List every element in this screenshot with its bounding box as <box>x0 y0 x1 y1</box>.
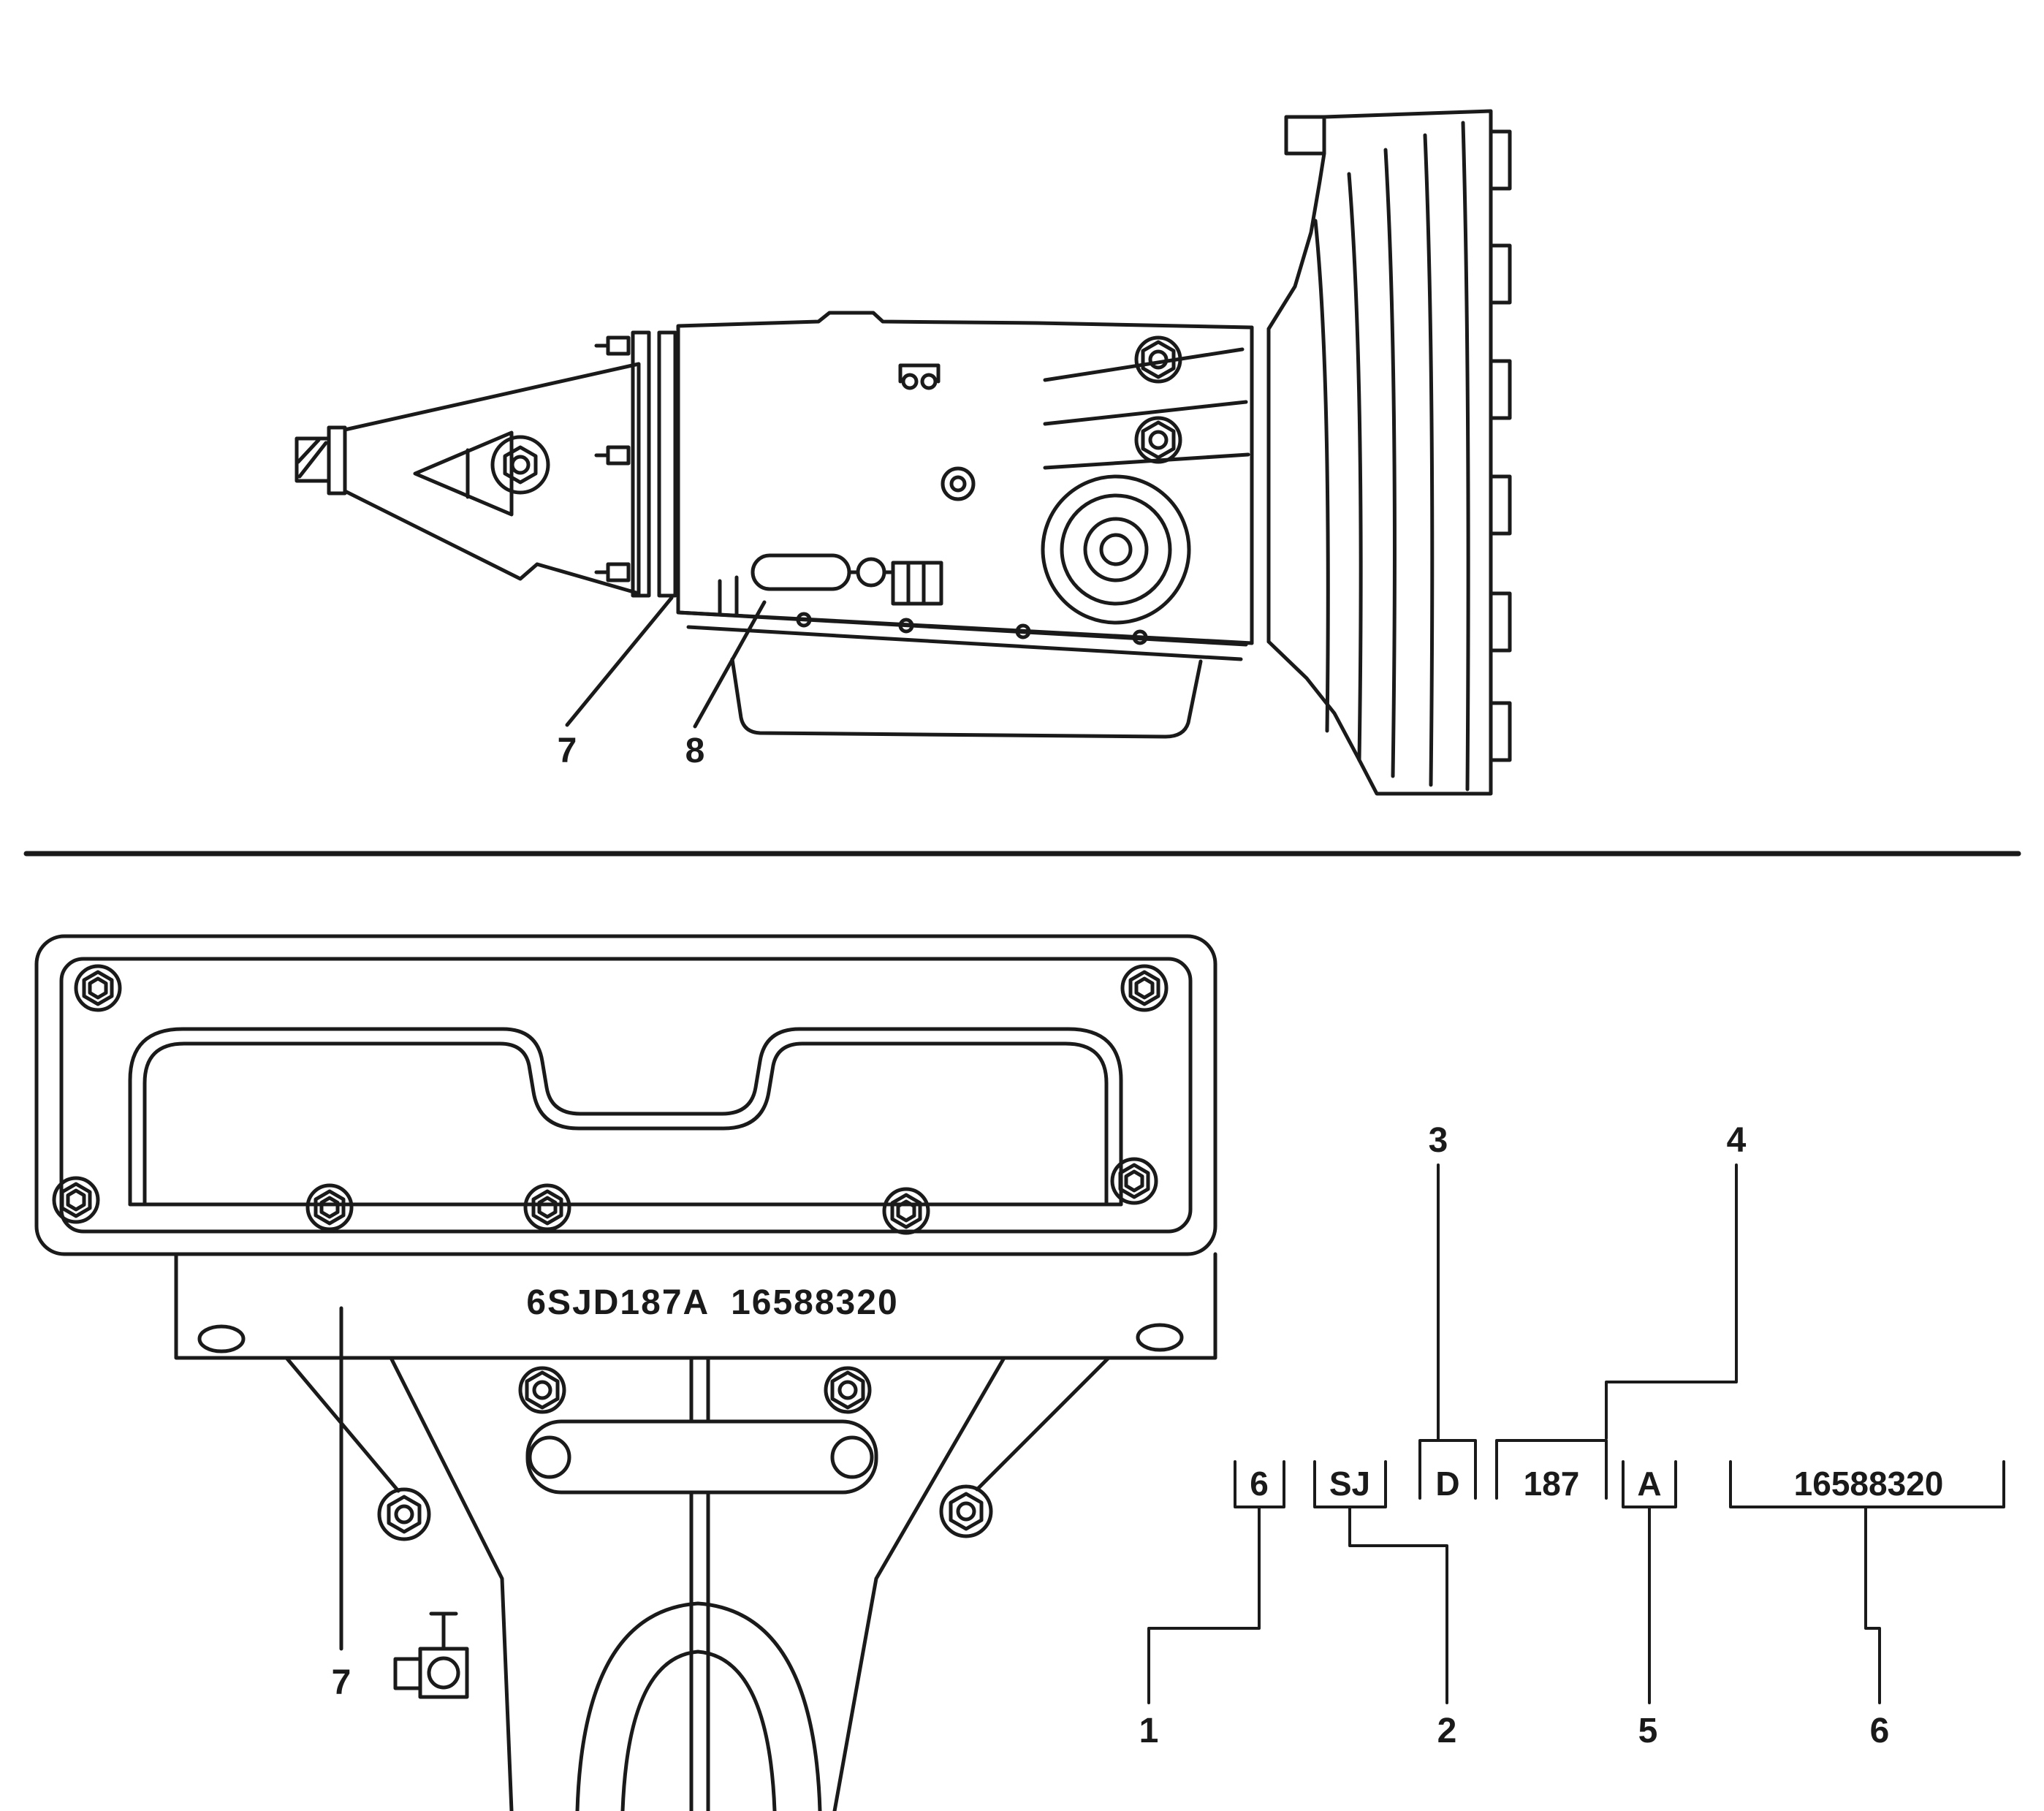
callout-7-top-leader <box>565 596 674 727</box>
extension-housing <box>343 362 641 596</box>
connector-callout-2 <box>1348 1506 1448 1704</box>
breakdown-callout-3: 3 <box>1429 1121 1448 1160</box>
id-segment-day: 187 <box>1524 1465 1580 1503</box>
breakdown-callout-5: 5 <box>1638 1712 1658 1750</box>
id-segment-part-number: 16588320 <box>1794 1465 1944 1503</box>
callout-8-top-label: 8 <box>685 732 705 770</box>
id-segment-plant: SJ <box>1329 1465 1370 1503</box>
breakdown-callout-1: 1 <box>1139 1712 1159 1750</box>
pan-flange-bolts <box>54 966 1166 1233</box>
sensor <box>393 1611 469 1699</box>
breakdown-callout-6: 6 <box>1870 1712 1890 1750</box>
bracket-segment-3 <box>1418 1439 1477 1500</box>
figure-oil-pan-and-case: 6SJD187A 16588320 <box>34 934 1217 1811</box>
oil-pan <box>676 610 1248 739</box>
id-segment-year: D <box>1435 1465 1459 1503</box>
bell-housing <box>1250 109 1512 796</box>
id-code-breakdown: 6 SJ D 187 A 16588320 1 2 3 4 5 6 <box>1139 1121 2005 1750</box>
pan-stamp-text: 6SJD187A 16588320 <box>526 1283 898 1322</box>
callout-7-top-label: 7 <box>558 732 577 770</box>
output-shaft-tip <box>295 425 347 496</box>
id-segment-shift-letter: A <box>1637 1465 1661 1503</box>
breakdown-callout-2: 2 <box>1437 1712 1457 1750</box>
callout-7-bottom-label: 7 <box>332 1663 352 1702</box>
case-extension <box>284 1356 1111 1811</box>
callout-8-top-leader <box>693 600 767 729</box>
transmission-case <box>676 311 1254 645</box>
breakdown-callout-4: 4 <box>1727 1121 1747 1160</box>
pan-flange <box>34 934 1217 1256</box>
connector-callout-6 <box>1864 1506 1881 1704</box>
connector-callout-1 <box>1147 1506 1261 1704</box>
id-stamp-band: 6SJD187A 16588320 <box>174 1252 1217 1360</box>
connector-callout-4 <box>1605 1163 1738 1440</box>
shift-linkage <box>718 553 943 616</box>
mount-bracket <box>594 330 677 598</box>
figure-transmission-side-view: 7 8 <box>295 109 1512 796</box>
id-segment-shift: 6 <box>1250 1465 1269 1503</box>
bracket-segment-4 <box>1495 1439 1608 1500</box>
